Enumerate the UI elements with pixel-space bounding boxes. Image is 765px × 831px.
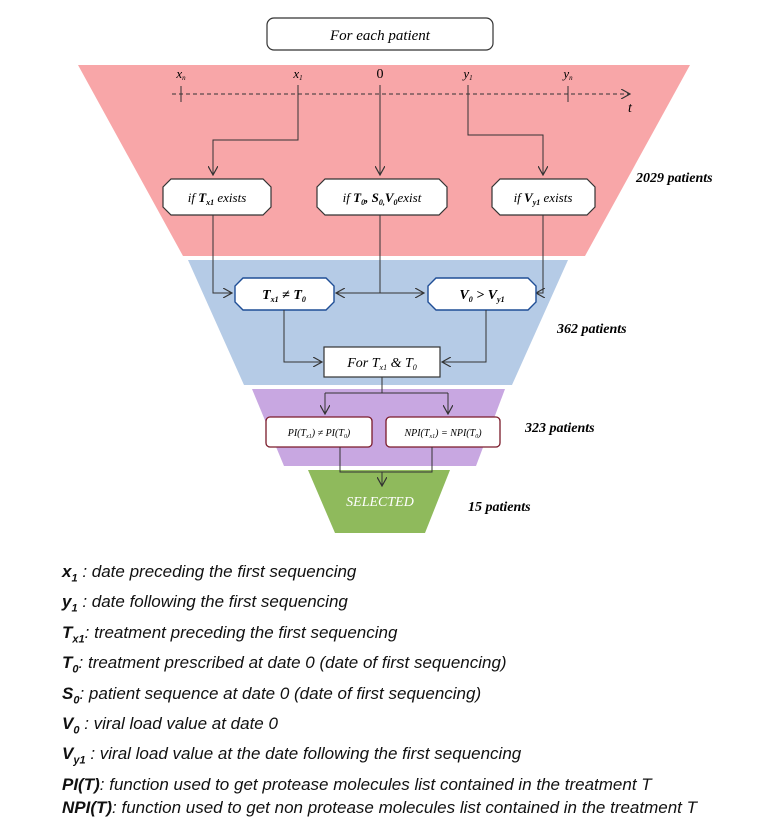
pi-box-text: PI(Tx1) ≠ PI(T0) bbox=[287, 428, 351, 440]
for-box bbox=[323, 346, 441, 378]
legend-term: NPI(T) bbox=[62, 797, 113, 817]
legend-row-vy1: Vy1 : viral load value at the date follo… bbox=[62, 744, 522, 767]
legend-row-t0: T0: treatment prescribed at date 0 (date… bbox=[62, 653, 507, 676]
connector-x1 bbox=[213, 85, 299, 175]
legend-term: T0 bbox=[62, 653, 79, 676]
condition-t0-box bbox=[316, 178, 448, 216]
tick-label-yn: yn bbox=[561, 66, 573, 82]
legend-desc: treatment preceding the first sequencing bbox=[94, 622, 398, 642]
tick-label-y1: y1 bbox=[461, 66, 472, 82]
legend-term: y1 bbox=[62, 592, 78, 615]
axis-label-t: t bbox=[628, 101, 633, 116]
connector-v-to-for bbox=[442, 310, 487, 362]
condition-tx1-text: if Tx1 exists bbox=[188, 190, 247, 207]
connector-vy1-down bbox=[536, 215, 543, 293]
connector-pi-down bbox=[339, 447, 433, 473]
pi-box bbox=[265, 416, 373, 448]
tick-label-0: 0 bbox=[377, 67, 384, 82]
legend-row-npi: NPI(T): function used to get non proteas… bbox=[62, 797, 698, 817]
condition-vy1-text: if Vy1 exists bbox=[514, 190, 573, 207]
legend-desc: patient sequence at date 0 (date of firs… bbox=[88, 683, 482, 703]
condition-vy1-box bbox=[491, 178, 596, 216]
legend-desc: date preceding the first sequencing bbox=[91, 562, 357, 581]
legend-term: x1 bbox=[62, 562, 78, 585]
stage-1-count: 2029 patients bbox=[635, 171, 713, 186]
header-title: For each patient bbox=[329, 28, 431, 44]
legend-row-x1: x1 : date preceding the first sequencing bbox=[62, 562, 357, 585]
legend-desc: function used to get protease molecules … bbox=[109, 774, 652, 794]
legend-term: Vy1 bbox=[62, 744, 86, 767]
stage-2-count: 362 patients bbox=[556, 322, 627, 337]
legend-row-pi: PI(T): function used to get protease mol… bbox=[62, 774, 652, 794]
legend-row-v0: V0 : viral load value at date 0 bbox=[62, 713, 278, 737]
legend-desc: viral load value at date 0 bbox=[93, 713, 278, 733]
comparison-t-text: Tx1 ≠ T0 bbox=[262, 288, 306, 304]
legend-term: PI(T) bbox=[62, 774, 100, 794]
legend-term: Tx1 bbox=[62, 622, 85, 646]
legend-desc: function used to get non protease molecu… bbox=[121, 797, 698, 817]
npi-box bbox=[385, 416, 501, 448]
tick-label-x1: x1 bbox=[292, 66, 302, 82]
stage-4-band bbox=[308, 470, 450, 533]
legend-term: V0 bbox=[62, 713, 80, 737]
legend-row-s0: S0: patient sequence at date 0 (date of … bbox=[62, 683, 482, 706]
legend-desc: date following the first sequencing bbox=[91, 592, 348, 612]
comparison-t-box bbox=[234, 277, 335, 311]
tick-label-xn: xn bbox=[175, 66, 186, 82]
legend-desc: viral load value at the date following t… bbox=[99, 744, 522, 764]
comparison-v-box bbox=[427, 277, 537, 311]
legend-term: S0 bbox=[62, 683, 80, 706]
for-box-text: For Tx1 & T0 bbox=[346, 356, 417, 372]
header-box bbox=[266, 17, 494, 51]
stage-4-count: 15 patients bbox=[468, 500, 531, 515]
legend-desc: treatment prescribed at date 0 (date of … bbox=[87, 653, 507, 673]
legend: x1 : date preceding the first sequencing… bbox=[62, 560, 752, 819]
connector-tx1-down bbox=[212, 215, 232, 293]
condition-tx1-box bbox=[162, 178, 272, 216]
funnel-diagram: For each patient xn x1 0 y1 yn t if Tx1 … bbox=[78, 17, 713, 533]
stage-3-count: 323 patients bbox=[524, 421, 595, 436]
legend-row-tx1: Tx1: treatment preceding the first seque… bbox=[62, 622, 398, 646]
connector-t-to-for bbox=[283, 310, 322, 362]
npi-box-text: NPI(Tx1) = NPI(T0) bbox=[403, 428, 482, 440]
connector-y1 bbox=[467, 85, 543, 175]
legend-row-y1: y1 : date following the first sequencing bbox=[62, 592, 348, 615]
selected-label: SELECTED bbox=[346, 495, 414, 510]
